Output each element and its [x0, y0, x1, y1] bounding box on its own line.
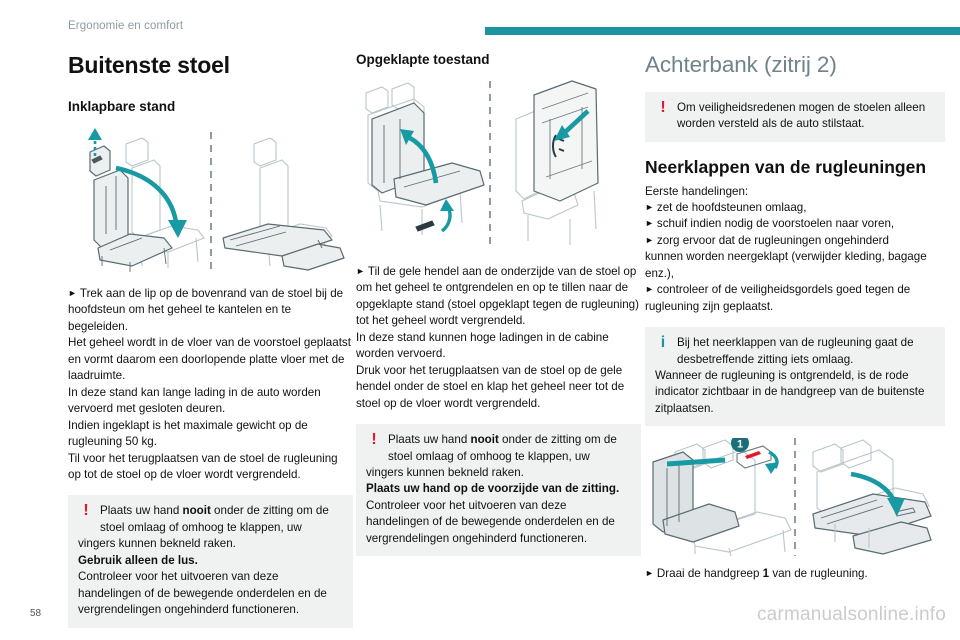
triangle-bullet-icon: ►: [645, 568, 654, 579]
paragraph: Het geheel wordt in de vloer van de voor…: [68, 336, 351, 383]
warning-exclamation-icon: !: [371, 431, 377, 449]
figure-seat-folding: [68, 126, 353, 276]
callout-badge-1: [731, 438, 749, 453]
column-left: Buitenste stoel Inklapbare stand: [68, 52, 353, 628]
warning-exclamation-icon: !: [83, 502, 89, 520]
info-i-icon: i: [660, 334, 666, 352]
instruction-bullet: ►controleer of de veiligheidsgordels goe…: [645, 283, 911, 297]
bullet-continuation: kunnen worden neergeklapt (verwijder kle…: [645, 250, 927, 280]
column-right: Achterbank (zitrij 2) ! Om veiligheidsre…: [645, 52, 945, 583]
seat-folding-illustration: [88, 128, 345, 274]
intro-text: Eerste handelingen:: [645, 184, 749, 198]
page-title: Buitenste stoel: [68, 52, 230, 78]
paragraph: Til voor het terugplaatsen van de stoel …: [68, 451, 338, 481]
triangle-bullet-icon: ►: [68, 288, 77, 298]
column-middle: Opgeklapte toestand: [356, 52, 641, 557]
section-title: Achterbank (zitrij 2): [645, 52, 837, 77]
page-number: 58: [30, 608, 42, 619]
triangle-bullet-icon: ►: [645, 284, 654, 295]
handle-arrow-icon: [440, 199, 454, 211]
instruction-bullet: ►Til de gele hendel aan de onderzijde va…: [356, 265, 639, 328]
instruction-bullet-final: ►Draai de handgreep 1 van de rugleuning.: [645, 567, 868, 581]
warning-callout: ! Plaats uw hand nooit onder de zitting …: [68, 495, 353, 628]
subsection-title-inklapbare-stand: Inklapbare stand: [68, 99, 176, 114]
callout-body: Wanneer de rugleuning is ontgrendeld, is…: [655, 369, 925, 415]
fold-down-arrow-icon: [887, 498, 905, 517]
instruction-bullet: ►zet de hoofdsteunen omlaag,: [645, 200, 807, 214]
callout-lead: Plaats uw hand nooit onder de zitting om…: [100, 504, 329, 534]
turn-arrow-icon: [765, 462, 779, 475]
triangle-bullet-icon: ►: [356, 266, 365, 276]
callout-body: vingers kunnen bekneld raken. Plaats uw …: [366, 465, 620, 545]
paragraph: Druk voor het terugplaatsen van de stoel…: [356, 363, 625, 410]
push-arrow-icon: [554, 125, 570, 141]
watermark: carmanualsonline.info: [756, 604, 946, 625]
instruction-bullet: ►schuif indien nodig de voorstoelen naar…: [645, 217, 895, 231]
subsection-title-opgeklapte-toestand: Opgeklapte toestand: [356, 52, 490, 67]
callout-badge-number: 1: [737, 439, 743, 451]
instruction-bullet: ►Trek aan de lip op de bovenrand van de …: [68, 287, 344, 333]
red-indicator-icon: [745, 451, 761, 460]
paragraph: Indien ingeklapt is het maximale gewicht…: [68, 418, 308, 449]
figure-seat-folded-up: [356, 79, 641, 254]
rear-bench-fold-illustration: 1: [652, 438, 932, 557]
warning-callout: ! Plaats uw hand nooit onder de zitting …: [356, 424, 641, 557]
lift-arrow-icon: [400, 129, 414, 145]
bullet-continuation: rugleuning zijn geplaatst.: [645, 299, 774, 313]
running-head: Ergonomie en comfort: [68, 20, 184, 32]
callout-lead: Om veiligheidsredenen mogen de stoelen a…: [677, 101, 926, 131]
seat-folded-up-illustration: [365, 80, 599, 249]
up-arrow-icon: [88, 128, 102, 140]
triangle-bullet-icon: ►: [645, 234, 654, 245]
fold-arrow-icon: [168, 220, 187, 238]
paragraph: In deze stand kunnen hoge ladingen in de…: [356, 330, 609, 361]
instruction-bullet: ►zorg ervoor dat de rugleuningen ongehin…: [645, 233, 889, 247]
warning-callout-top: ! Om veiligheidsredenen mogen de stoelen…: [645, 92, 945, 142]
callout-body: vingers kunnen bekneld raken. Gebruik al…: [78, 537, 327, 617]
triangle-bullet-icon: ►: [645, 201, 654, 212]
block-title-neerklappen: Neerklappen van de rugleuningen: [645, 156, 927, 177]
warning-exclamation-icon: !: [660, 99, 666, 116]
figure-rear-bench-fold: 1: [645, 438, 945, 557]
triangle-bullet-icon: ►: [645, 218, 654, 229]
paragraph: In deze stand kan lange lading in de aut…: [68, 385, 321, 416]
callout-lead: Plaats uw hand nooit onder de zitting om…: [388, 433, 617, 463]
header-rule: [485, 27, 960, 35]
callout-lead: Bij het neerklappen van de rugleuning ga…: [677, 336, 914, 366]
info-callout: i Bij het neerklappen van de rugleuning …: [645, 327, 945, 427]
